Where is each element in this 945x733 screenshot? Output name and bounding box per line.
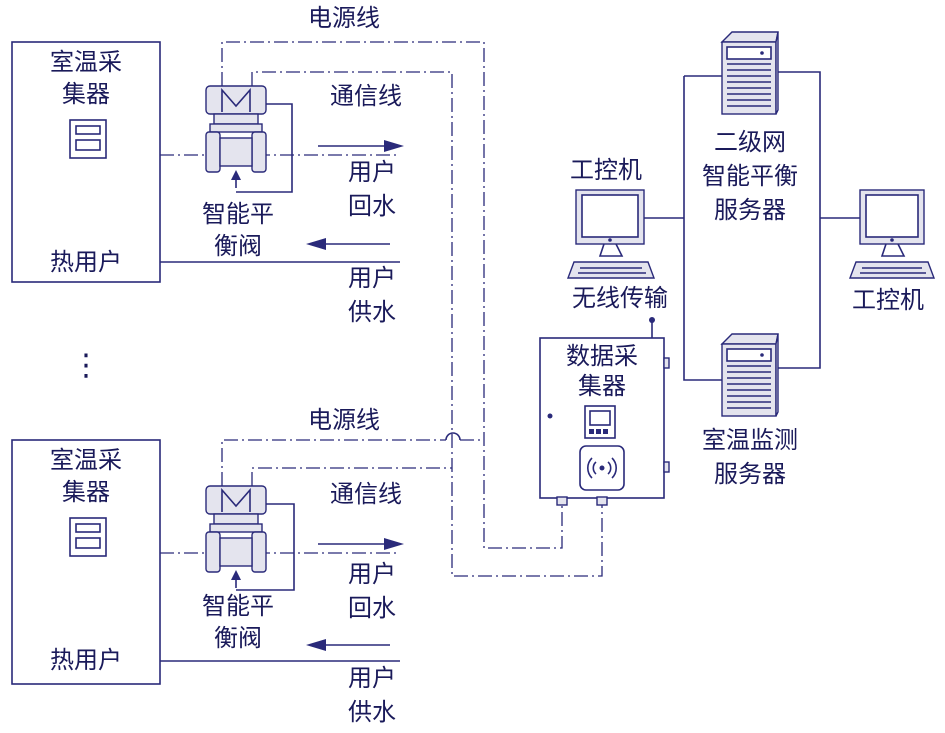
cable-gland: [556, 496, 568, 506]
line-crossover-hop: [445, 432, 461, 441]
valve-control-loop: [236, 103, 293, 193]
ellipsis: ⋮: [71, 348, 101, 383]
net-bus-left: [683, 76, 722, 381]
room-temp-collector-icon: [69, 119, 107, 159]
balance-server-label-2: 智能平衡: [702, 162, 798, 190]
data-collector-cabinet: 数据采 集器 无线传输: [539, 284, 670, 506]
return-water-label-2: 回水: [348, 192, 396, 220]
computer-icon: [566, 189, 656, 279]
ipc-label: 工控机: [570, 156, 642, 184]
display-screen-icon: [584, 405, 616, 439]
data-collector-label-1: 数据采: [566, 342, 638, 370]
supply-water-label-2: 供水: [348, 698, 396, 726]
server-icon: [720, 31, 779, 115]
return-arrow-head: [384, 538, 404, 550]
return-arrow-head: [384, 140, 404, 152]
temp-server-label-2: 服务器: [714, 460, 786, 488]
heat-user-unit-bottom: 室温采 集器 热用户 用户 回水 用户 供水 智能平: [11, 406, 404, 726]
ipc-right: 工控机: [848, 189, 936, 314]
net-bus-right: [776, 71, 821, 369]
ipc-label: 工控机: [852, 286, 924, 314]
return-water-label-1: 用户: [348, 158, 396, 186]
valve-label-2: 衡阀: [214, 624, 262, 652]
supply-water-label-1: 用户: [348, 664, 396, 692]
supply-water-label-2: 供水: [348, 298, 396, 326]
collector-label-line2: 集器: [62, 80, 110, 108]
supply-arrow-head: [306, 639, 326, 651]
comm-line-label: 通信线: [330, 480, 402, 508]
collector-label-line1: 室温采: [50, 48, 122, 76]
cable-gland: [596, 496, 608, 506]
temp-monitor-server: 室温监测 服务器: [702, 333, 798, 488]
rfid-reader-icon: [579, 445, 625, 491]
return-water-label-2: 回水: [348, 594, 396, 622]
balance-server-label-3: 服务器: [714, 196, 786, 224]
power-line-label: 电源线: [308, 4, 380, 32]
supply-water-label-1: 用户: [348, 264, 396, 292]
smart-balance-valve-icon: [205, 85, 267, 188]
heat-user-box: [11, 439, 161, 685]
wireless-label: 无线传输: [572, 284, 668, 312]
heat-user-unit-top: 室温采 集器 热用户 用户 回水 用户 供水: [11, 4, 404, 326]
comm-line-bottom: [251, 467, 452, 486]
heat-user-label: 热用户: [50, 646, 122, 674]
heat-user-box: [11, 41, 161, 283]
ipc-left: 工控机: [566, 156, 656, 279]
heat-user-label: 热用户: [50, 248, 122, 276]
computer-icon: [848, 189, 936, 279]
temp-server-label-1: 室温监测: [702, 426, 798, 454]
comm-line-top: [251, 71, 603, 577]
supply-arrow-head: [306, 238, 326, 250]
balance-server-label-1: 二级网: [714, 128, 786, 156]
room-temp-collector-icon: [69, 517, 107, 557]
valve-label-1: 智能平: [202, 200, 274, 228]
comm-line-label: 通信线: [330, 82, 402, 110]
valve-label-2: 衡阀: [214, 232, 262, 260]
collector-label-line2: 集器: [62, 478, 110, 506]
data-collector-label-2: 集器: [578, 372, 626, 400]
power-line-top: [221, 41, 563, 549]
valve-label-1: 智能平: [202, 592, 274, 620]
smart-balance-valve-icon: [205, 485, 267, 588]
return-water-label-1: 用户: [348, 560, 396, 588]
balance-server: 二级网 智能平衡 服务器: [702, 31, 798, 224]
power-line-bottom: [221, 439, 446, 486]
valve-control-loop: [236, 503, 295, 591]
server-icon: [720, 333, 779, 417]
power-line-label: 电源线: [308, 406, 380, 434]
collector-label-line1: 室温采: [50, 446, 122, 474]
